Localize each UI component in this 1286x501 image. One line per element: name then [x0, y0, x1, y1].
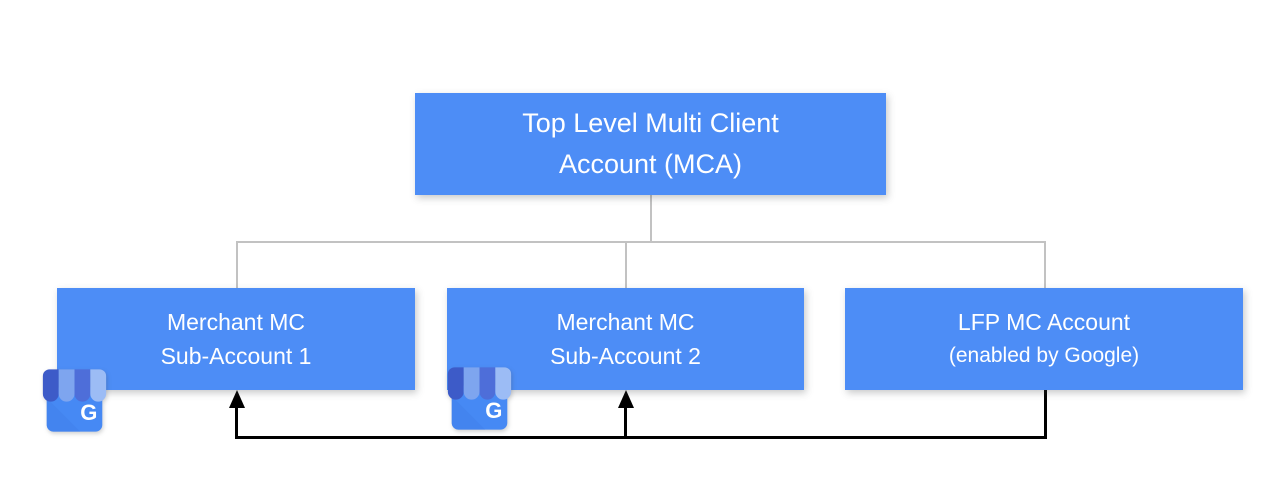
lfp-feed-down-line — [1044, 390, 1047, 439]
node-label-line1: Top Level Multi Client — [522, 108, 779, 138]
node-label-line1: Merchant MC — [556, 309, 695, 335]
node-lfp-mc-account: LFP MC Account (enabled by Google) — [845, 288, 1243, 390]
g-letter: G — [80, 400, 97, 425]
g-letter: G — [485, 398, 502, 423]
google-my-business-icon: G — [40, 366, 109, 434]
arrowhead-up-sub1 — [229, 390, 245, 408]
lfp-feed-arrow-line-sub1 — [235, 404, 238, 436]
connector-drop-sub2 — [625, 241, 627, 288]
lfp-feed-arrow-line-sub2 — [624, 404, 627, 436]
node-label-line2: Sub-Account 1 — [160, 343, 312, 369]
connector-drop-sub1 — [236, 241, 238, 288]
lfp-feed-horizontal-line — [235, 436, 1047, 439]
node-merchant-sub-account-1: Merchant MC Sub-Account 1 — [57, 288, 415, 390]
node-label-line1: LFP MC Account — [957, 309, 1131, 335]
google-my-business-icon: G — [445, 364, 514, 432]
node-label-line1: Merchant MC — [166, 309, 306, 335]
connector-crossbar — [236, 241, 1046, 243]
node-label-line2: Account (MCA) — [558, 149, 743, 179]
arrowhead-up-sub2 — [618, 390, 634, 408]
connector-root-stem — [650, 195, 652, 242]
node-top-level-mca: Top Level Multi Client Account (MCA) — [415, 93, 886, 195]
node-label-line2: Sub-Account 2 — [550, 343, 701, 369]
node-label-line2: (enabled by Google) — [948, 344, 1140, 367]
connector-drop-lfp — [1044, 241, 1046, 288]
storefront-icon: G — [447, 367, 512, 430]
storefront-icon: G — [42, 369, 107, 432]
